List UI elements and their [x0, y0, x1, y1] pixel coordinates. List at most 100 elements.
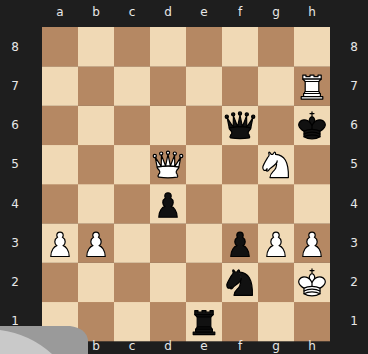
file-label: b [92, 5, 100, 19]
board-square [258, 106, 294, 146]
black-piece [227, 270, 253, 296]
rank-label: 6 [11, 118, 19, 132]
white-piece [153, 151, 183, 178]
board-square [150, 263, 186, 303]
board-square [186, 27, 222, 67]
board-square [222, 184, 258, 224]
board-square [114, 106, 150, 146]
rank-label: 6 [350, 118, 358, 132]
file-label: d [164, 5, 172, 19]
board-square [294, 66, 330, 106]
board-square [78, 106, 114, 146]
black-piece [231, 232, 249, 256]
board-square [42, 27, 78, 67]
board-square [294, 263, 330, 303]
file-label: h [308, 339, 316, 353]
file-label: b [92, 339, 100, 353]
board-square [258, 66, 294, 106]
board-square [186, 66, 222, 106]
board-square [78, 263, 114, 303]
white-piece [263, 152, 289, 178]
white-piece [303, 232, 321, 256]
black-piece [159, 193, 177, 217]
board-square [114, 184, 150, 224]
board-square [42, 184, 78, 224]
board-square [114, 145, 150, 185]
white-piece [267, 232, 285, 256]
board-square [78, 27, 114, 67]
board-square [222, 302, 258, 342]
rank-label: 5 [350, 157, 358, 171]
board-square [222, 106, 258, 146]
board-square [222, 263, 258, 303]
board-square [186, 145, 222, 185]
board-square [294, 145, 330, 185]
board-square [222, 66, 258, 106]
board-square [294, 223, 330, 263]
board-square [222, 145, 258, 185]
file-label: c [129, 5, 136, 19]
board-square [78, 66, 114, 106]
board-square [114, 66, 150, 106]
board-square [78, 223, 114, 263]
board-square [114, 302, 150, 342]
file-label: f [238, 5, 242, 19]
board-square [150, 302, 186, 342]
white-piece [299, 269, 326, 296]
rank-label: 2 [350, 275, 358, 289]
board-square [42, 66, 78, 106]
rank-label: 3 [350, 236, 358, 250]
board-square [42, 106, 78, 146]
board-square [258, 184, 294, 224]
white-piece [87, 232, 105, 256]
rank-label: 1 [350, 314, 358, 328]
black-piece [225, 112, 255, 139]
board-square [42, 145, 78, 185]
photo-fragment [0, 326, 88, 354]
board-square [42, 263, 78, 303]
file-label: c [129, 339, 136, 353]
board-square [222, 223, 258, 263]
board-square [186, 106, 222, 146]
rank-label: 3 [11, 236, 19, 250]
rank-label: 5 [11, 157, 19, 171]
board-square [150, 184, 186, 224]
board-square [150, 145, 186, 185]
board-square [186, 184, 222, 224]
rank-label: 4 [350, 197, 358, 211]
black-piece [193, 311, 215, 335]
file-label: g [272, 339, 280, 353]
white-piece [51, 232, 69, 256]
board-square [78, 184, 114, 224]
board-square [258, 223, 294, 263]
board-square [258, 27, 294, 67]
rank-label: 1 [11, 314, 19, 328]
board-square [150, 66, 186, 106]
board-square [186, 302, 222, 342]
rank-label: 7 [350, 79, 358, 93]
board-square [294, 27, 330, 67]
rank-label: 8 [11, 40, 19, 54]
board-square [150, 106, 186, 146]
board-square [294, 184, 330, 224]
file-label: e [200, 339, 207, 353]
rank-label: 8 [350, 40, 358, 54]
board-square [114, 223, 150, 263]
file-label: f [238, 339, 242, 353]
board-square [222, 27, 258, 67]
board-square [294, 302, 330, 342]
file-label: g [272, 5, 280, 19]
board-square [114, 263, 150, 303]
black-piece [299, 112, 326, 139]
board-square [294, 106, 330, 146]
rank-label: 4 [11, 197, 19, 211]
board-square [186, 223, 222, 263]
white-piece [301, 75, 323, 99]
board-square [114, 27, 150, 67]
file-label: e [200, 5, 207, 19]
rank-label: 7 [11, 79, 19, 93]
board-square [42, 223, 78, 263]
board-square [258, 263, 294, 303]
board-square [258, 302, 294, 342]
